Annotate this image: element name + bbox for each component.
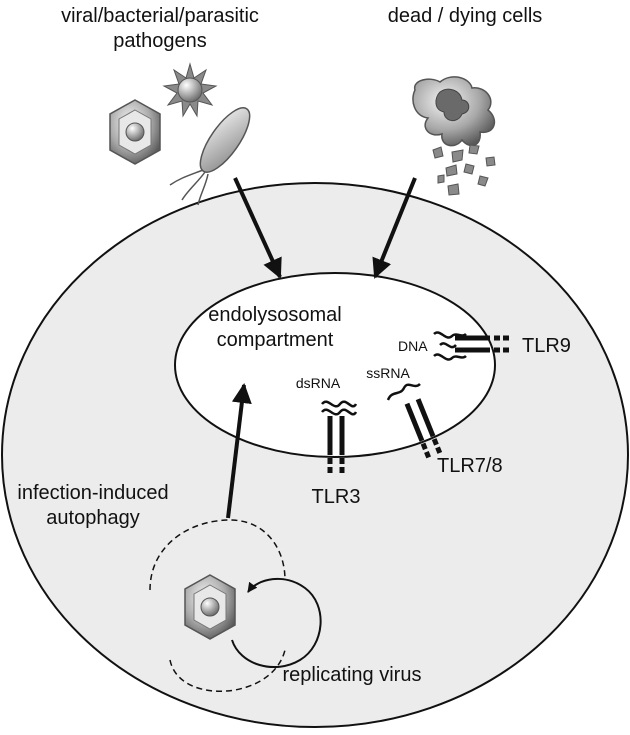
- pathogens-label-line2: pathogens: [113, 30, 206, 52]
- compartment-label-line1: endolysosomal: [208, 304, 341, 326]
- dsrna-label: dsRNA: [296, 375, 341, 391]
- pathogen-entry-arrow: [233, 177, 282, 279]
- dead-cells-label: dead / dying cells: [388, 5, 543, 27]
- sun-virus-icon: [162, 62, 218, 118]
- tlr3-label: TLR3: [312, 486, 361, 508]
- autophagy-label-line1: infection-induced: [17, 482, 168, 504]
- ssrna-label: ssRNA: [366, 365, 410, 381]
- tlr3-receptor: [321, 400, 358, 474]
- tlr9-receptor: [433, 331, 512, 361]
- autophagosome-membrane-lower: [169, 649, 286, 692]
- compartment-label-line2: compartment: [217, 329, 334, 351]
- tlr9-label: TLR9: [522, 335, 571, 357]
- replication-cycle-arrow: [231, 577, 322, 669]
- bacterium-icon: [169, 107, 251, 206]
- replicating-virus-hexagon-icon: [184, 574, 236, 640]
- virus-hexagon-icon: [109, 99, 161, 165]
- autophagy-label-line2: autophagy: [46, 507, 139, 529]
- debris-icon: [412, 76, 496, 196]
- tlr78-receptor: [404, 398, 443, 460]
- autophagy-arrow: [226, 383, 252, 519]
- tlr78-label: TLR7/8: [437, 455, 503, 477]
- autophagosome-membrane: [149, 519, 286, 591]
- dead-cell-entry-arrow: [372, 177, 417, 279]
- pathogens-label-line1: viral/bacterial/parasitic: [61, 5, 259, 27]
- endolysosomal-compartment: [174, 272, 496, 458]
- ssrna-strand: [386, 382, 421, 401]
- dna-label: DNA: [398, 338, 428, 354]
- replicating-virus-label: replicating virus: [283, 664, 422, 686]
